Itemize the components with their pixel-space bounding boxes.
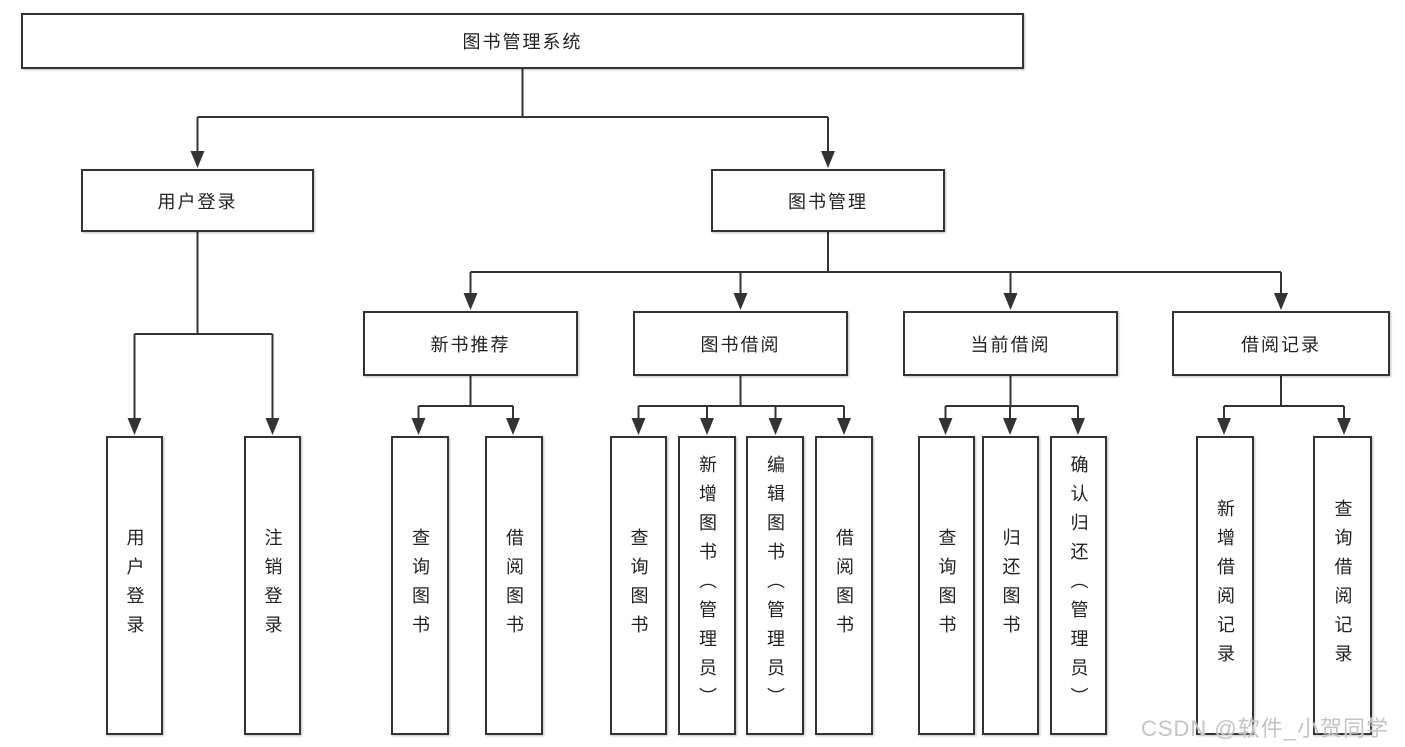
arrowhead bbox=[1003, 293, 1018, 310]
leaf-confirm-return-admin: 确认归还（管理员） bbox=[1050, 436, 1107, 735]
arrowhead bbox=[463, 293, 478, 310]
leaf-edit-book-admin: 编辑图书（管理员） bbox=[746, 436, 804, 735]
connector-user-login-children bbox=[133, 232, 274, 419]
leaf-borrow-books-recommend: 借阅图书 bbox=[485, 436, 543, 735]
arrowhead bbox=[190, 151, 205, 168]
connector-borrow-record-children bbox=[1223, 376, 1345, 419]
arrowhead bbox=[631, 418, 646, 435]
arrowhead bbox=[1217, 418, 1231, 435]
arrowhead bbox=[1274, 293, 1288, 310]
arrowhead bbox=[821, 151, 835, 168]
arrowhead bbox=[1071, 418, 1085, 435]
node-current-borrow: 当前借阅 bbox=[903, 311, 1118, 376]
leaf-add-borrow-record: 新增借阅记录 bbox=[1196, 436, 1254, 735]
connector-root-to-level2 bbox=[196, 69, 829, 152]
arrowhead bbox=[411, 418, 426, 435]
node-new-book-recommend: 新书推荐 bbox=[363, 311, 578, 376]
arrowhead bbox=[837, 418, 851, 435]
leaf-borrow-books: 借阅图书 bbox=[815, 436, 873, 735]
arrowhead bbox=[1337, 418, 1351, 435]
arrowhead bbox=[506, 418, 520, 435]
arrowhead bbox=[1003, 418, 1017, 435]
leaf-logout: 注销登录 bbox=[244, 436, 301, 735]
node-book-borrow: 图书借阅 bbox=[633, 311, 848, 376]
leaf-return-book: 归还图书 bbox=[982, 436, 1039, 735]
arrowhead bbox=[700, 418, 714, 435]
arrowhead bbox=[127, 418, 142, 435]
leaf-query-books-recommend: 查询图书 bbox=[391, 436, 449, 735]
connector-current-borrow-children bbox=[944, 376, 1079, 419]
arrowhead bbox=[265, 418, 280, 435]
leaf-add-book-admin: 新增图书（管理员） bbox=[678, 436, 736, 735]
arrowhead bbox=[938, 418, 953, 435]
leaf-query-books-borrow: 查询图书 bbox=[610, 436, 667, 735]
node-root-library-system: 图书管理系统 bbox=[21, 13, 1024, 69]
arrowhead bbox=[768, 418, 783, 435]
connector-book-management-children bbox=[469, 232, 1282, 294]
node-book-management: 图书管理 bbox=[711, 169, 945, 232]
node-user-login: 用户登录 bbox=[81, 169, 314, 232]
arrowhead bbox=[733, 293, 748, 310]
csdn-watermark: CSDN @软件_小贺同学 bbox=[1140, 716, 1389, 741]
leaf-query-books-current: 查询图书 bbox=[918, 436, 975, 735]
connector-new-book-children bbox=[417, 376, 514, 419]
node-borrow-records: 借阅记录 bbox=[1172, 311, 1390, 376]
leaf-query-borrow-record: 查询借阅记录 bbox=[1313, 436, 1372, 735]
connector-book-borrow-children bbox=[637, 376, 845, 419]
leaf-user-login: 用户登录 bbox=[106, 436, 163, 735]
